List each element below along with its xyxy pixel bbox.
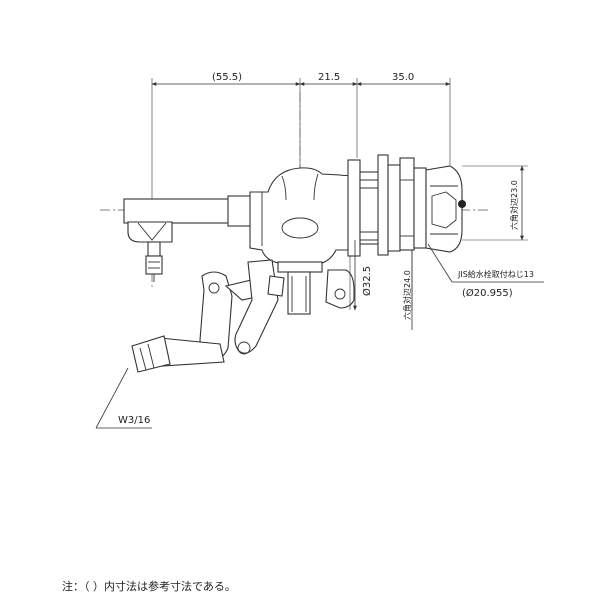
valve-body — [249, 167, 351, 315]
dim-hex-23: 六角対辺23.0 — [509, 180, 519, 230]
outlet-thread-label: W3/16 — [118, 415, 150, 426]
outlet-arm — [123, 195, 253, 282]
dim-21-5: 21.5 — [318, 72, 340, 83]
lever-linkage — [131, 259, 355, 373]
right-dimension-lines — [349, 165, 544, 330]
footnote: 注：（ ）内寸法は参考寸法である。 — [62, 580, 236, 593]
dim-55-5: (55.5) — [212, 72, 242, 83]
dim-dia-32-5: Ø32.5 — [361, 266, 373, 296]
thread-label: JIS給水栓取付ねじ13 — [457, 269, 534, 279]
inlet-assembly — [347, 154, 466, 257]
thread-diameter: (Ø20.955) — [462, 287, 513, 299]
dim-hex-24: 六角対辺24.0 — [402, 270, 412, 320]
dim-35-0: 35.0 — [392, 72, 414, 83]
outlet-thread-leader — [95, 367, 152, 429]
